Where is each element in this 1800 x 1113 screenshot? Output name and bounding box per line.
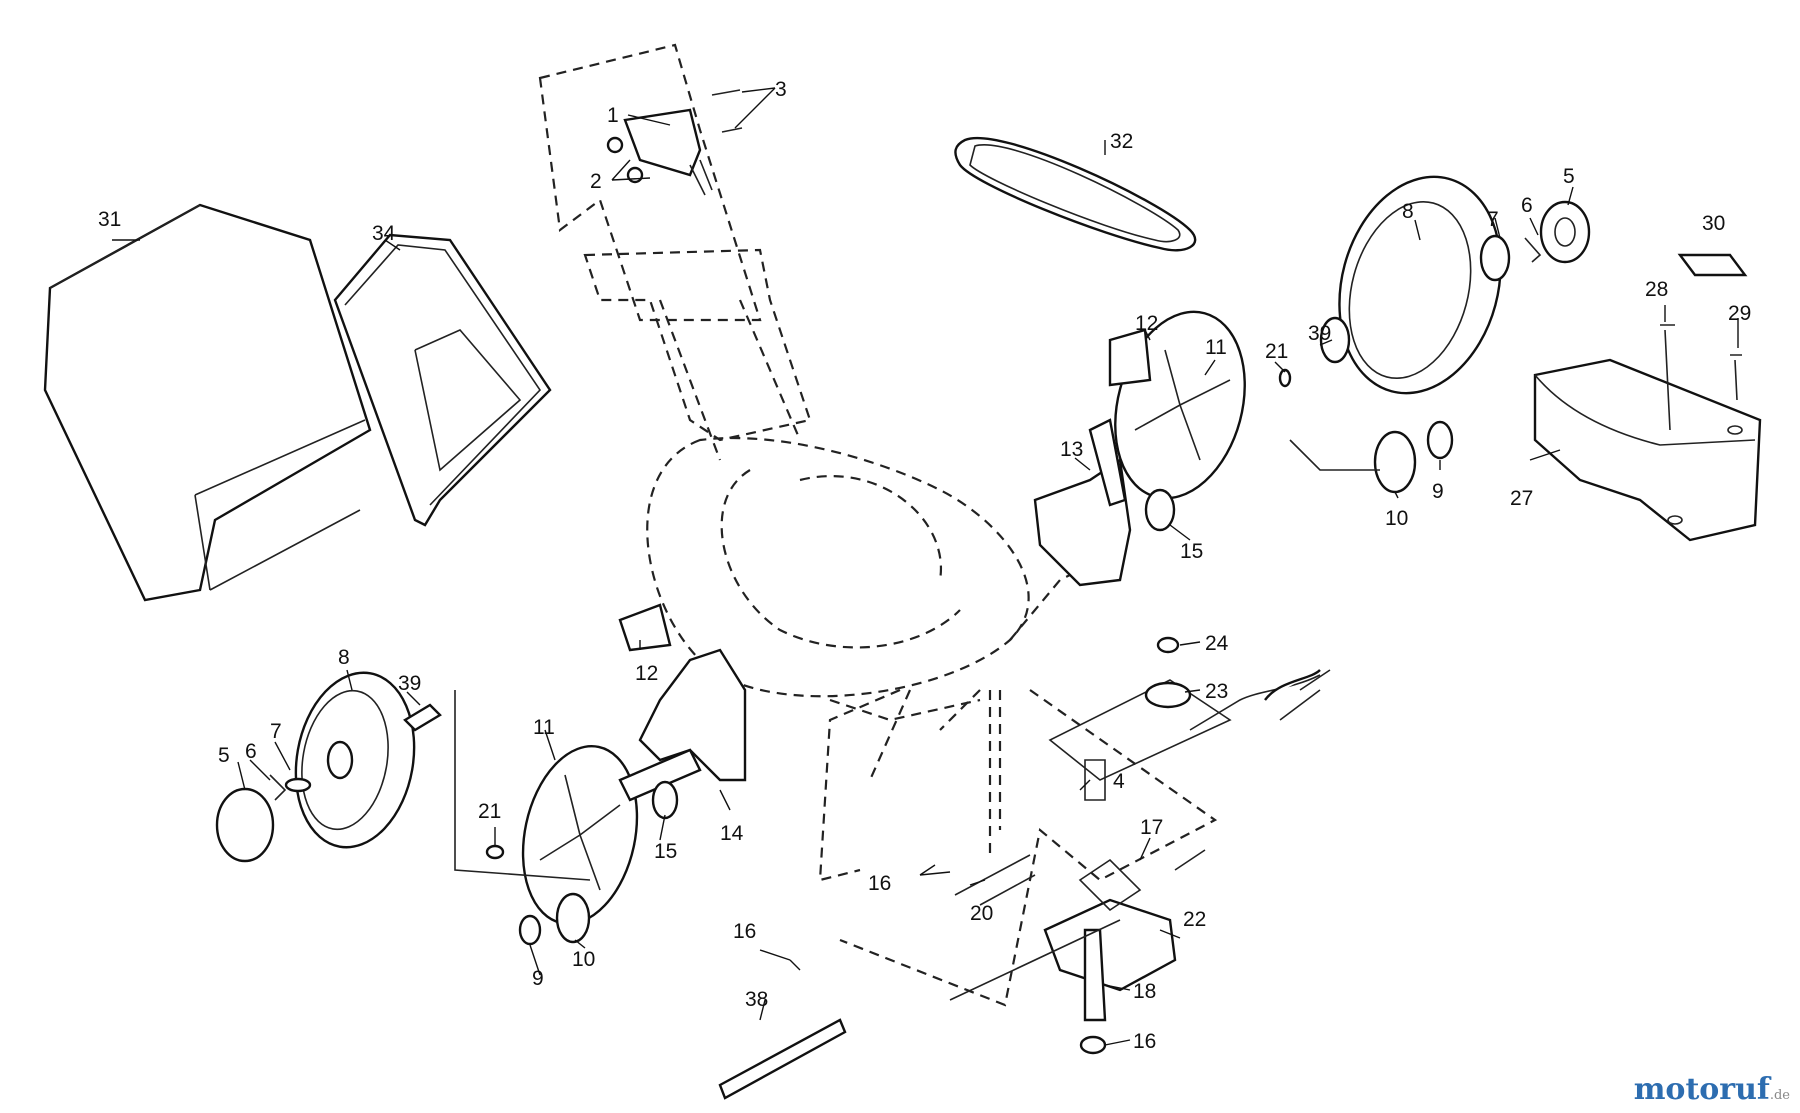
watermark-logo: motoruf.de (1634, 1072, 1790, 1107)
callout-32: 32 (1110, 130, 1133, 153)
callout-labels: 1 2 3 31 34 32 8 7 6 5 30 28 29 12 11 21… (98, 78, 1751, 1053)
callout-12-right: 12 (1135, 312, 1158, 335)
callout-29: 29 (1728, 302, 1751, 325)
callout-21-left: 21 (478, 800, 501, 823)
handle-assembly-outline (538, 43, 1101, 722)
callout-6-right: 6 (1521, 194, 1533, 217)
callout-23: 23 (1205, 680, 1228, 703)
callout-6-left: 6 (245, 740, 257, 763)
callout-22: 22 (1183, 908, 1206, 931)
drive-belt (954, 137, 1197, 252)
left-wheel-assembly (215, 603, 747, 946)
callout-8-right: 8 (1402, 200, 1414, 223)
callout-31: 31 (98, 208, 121, 231)
callout-16-b: 16 (733, 920, 756, 943)
callout-15-right: 15 (1180, 540, 1203, 563)
callout-17: 17 (1140, 816, 1163, 839)
callout-27: 27 (1510, 487, 1533, 510)
callout-39-left: 39 (398, 672, 421, 695)
callout-8-left: 8 (338, 646, 350, 669)
callout-24: 24 (1205, 632, 1229, 655)
callout-13: 13 (1060, 438, 1083, 461)
callout-38: 38 (745, 988, 768, 1011)
watermark-tld: .de (1769, 1088, 1790, 1103)
grass-bag (43, 203, 372, 602)
right-wheel-assembly (1033, 175, 1591, 587)
callout-10-right: 10 (1385, 507, 1408, 530)
callout-9-right: 9 (1432, 480, 1444, 503)
callout-5-left: 5 (218, 744, 230, 767)
callout-16-c: 16 (1133, 1030, 1156, 1053)
callout-3: 3 (775, 78, 787, 101)
callout-5-right: 5 (1563, 165, 1575, 188)
watermark-brand: motoruf (1633, 1072, 1770, 1107)
callout-4: 4 (1113, 770, 1125, 793)
transmission-assembly (718, 636, 1331, 1100)
callout-12-left: 12 (635, 662, 658, 685)
callout-1: 1 (607, 104, 619, 127)
callout-16-a: 16 (868, 872, 891, 895)
callout-15-left: 15 (654, 840, 677, 863)
callout-7-left: 7 (270, 720, 282, 743)
callout-21-right: 21 (1265, 340, 1288, 363)
callout-28: 28 (1645, 278, 1668, 301)
callout-39-right: 39 (1308, 322, 1331, 345)
callout-7-right: 7 (1487, 208, 1499, 231)
leader-lines (112, 87, 1739, 1046)
callout-18: 18 (1133, 980, 1156, 1003)
callout-30: 30 (1702, 212, 1725, 235)
callout-11-left: 11 (533, 716, 555, 739)
callout-11-right: 11 (1205, 336, 1227, 359)
callout-10-left: 10 (572, 948, 595, 971)
callout-9-left: 9 (532, 967, 544, 990)
callout-20: 20 (970, 902, 993, 925)
bag-frame (333, 233, 552, 527)
callout-14: 14 (720, 822, 744, 845)
callout-34: 34 (372, 222, 396, 245)
callout-2: 2 (590, 170, 602, 193)
